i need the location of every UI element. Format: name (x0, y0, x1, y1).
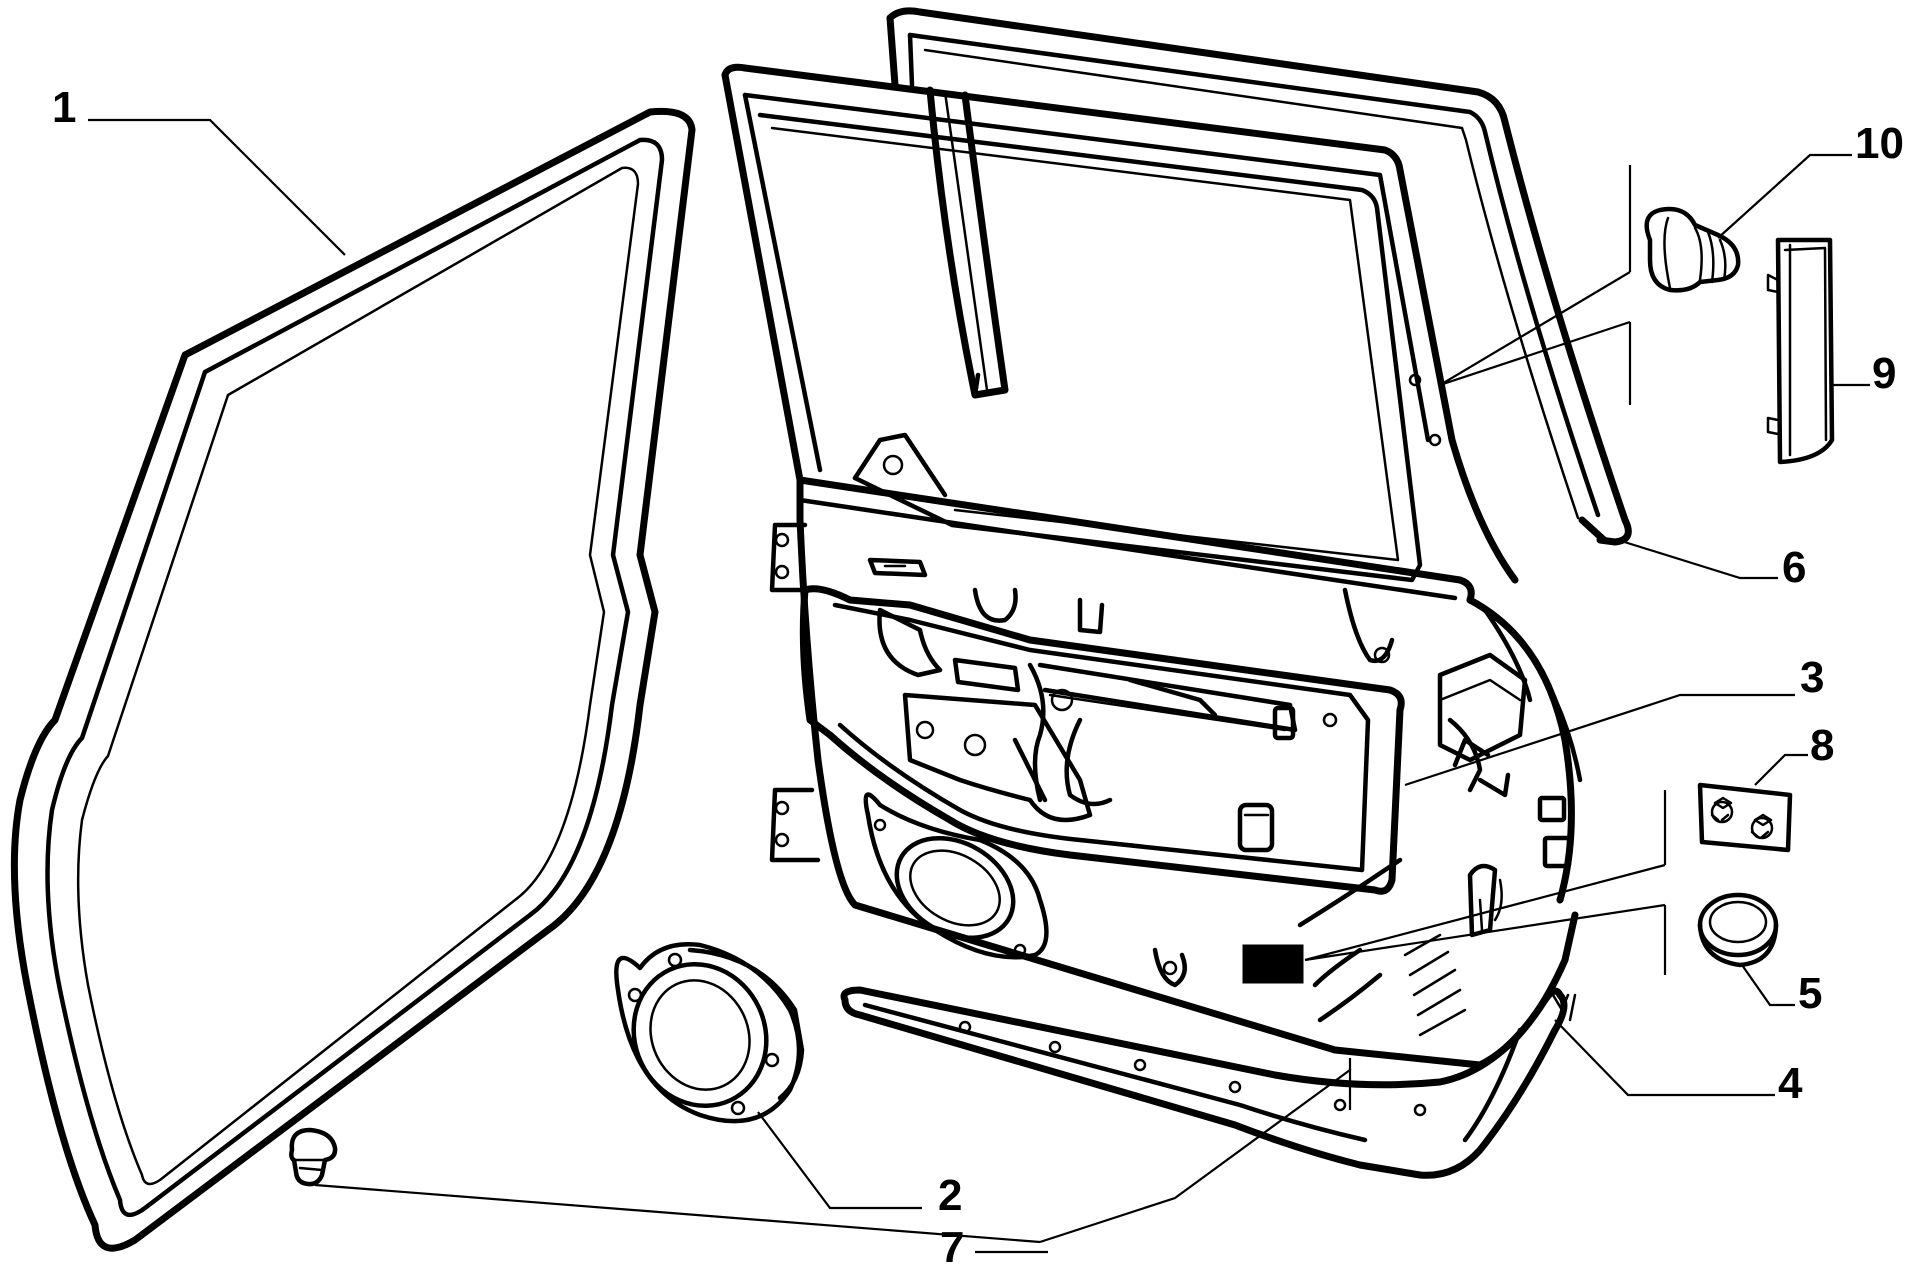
callout-labels: 1 2 3 4 5 6 7 8 9 10 (52, 83, 1904, 1267)
callout-3: 3 (1800, 653, 1824, 702)
callout-9: 9 (1872, 349, 1896, 398)
part-7-retaining-clip (289, 1127, 338, 1187)
part-6-window-channel-seal (886, 7, 1632, 546)
door-inner-panel (769, 432, 1583, 1069)
part-10-push-plug (1644, 206, 1741, 293)
callout-6: 6 (1782, 543, 1806, 592)
door-window-frame (721, 63, 1519, 584)
callout-5: 5 (1798, 969, 1822, 1018)
part-1-door-seal (10, 107, 696, 1252)
part-8-adhesive-pad (1697, 782, 1793, 853)
part-9-trim-cover (1766, 237, 1835, 465)
part-4-lower-door-seal (840, 986, 1577, 1179)
leader-lines (88, 118, 1870, 1254)
callout-1: 1 (52, 83, 76, 132)
callout-8: 8 (1810, 721, 1834, 770)
callout-10: 10 (1855, 119, 1904, 168)
part-2-speaker-gasket (614, 942, 805, 1124)
part-5-round-plug (1697, 892, 1779, 968)
callout-4: 4 (1778, 1059, 1803, 1108)
callout-2: 2 (938, 1171, 962, 1220)
callout-7: 7 (940, 1223, 964, 1267)
